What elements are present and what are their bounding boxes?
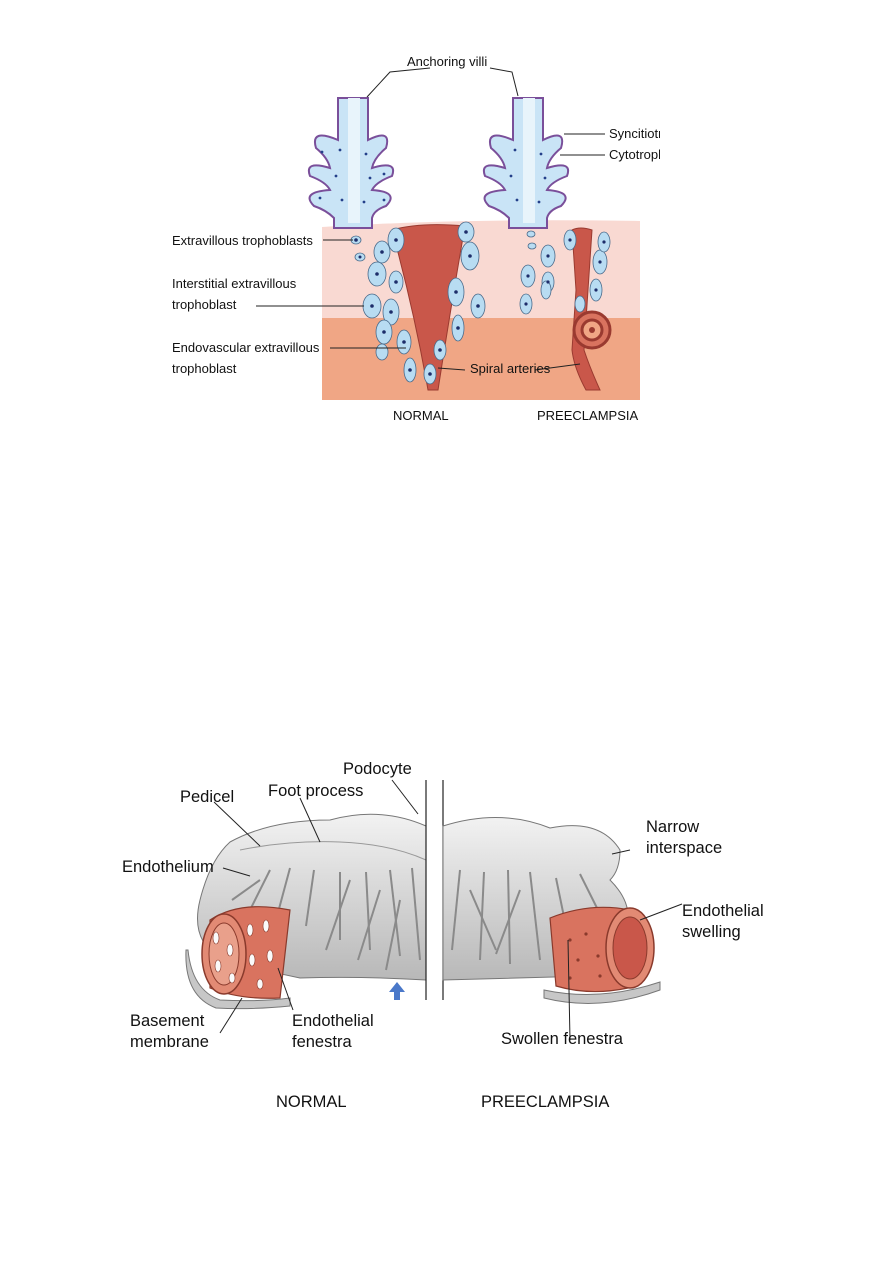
label-podocyte: Podocyte [343,760,412,778]
anchoring-villus-preeclampsia [483,97,569,229]
spiral-artery-preeclampsia [571,227,612,391]
label-narrow-line1: Narrow [646,818,699,836]
label-endothelium: Endothelium [122,858,214,876]
figure2-leader-lines [213,779,683,1041]
glomerular-endotheliosis-figure: Podocyte Pedicel Foot process Endotheliu… [122,760,764,1111]
label-spiral-arteries: Spiral arteries [470,361,551,376]
label-basement-line2: membrane [130,1033,209,1051]
trophoblast-invasion-figure: Anchoring villi Syncitiotrophoblast Cyto… [172,54,660,423]
label-extravillous-trophoblasts: Extravillous trophoblasts [172,233,313,248]
label-preeclampsia-1: PREECLAMPSIA [537,408,638,423]
label-endovascular-line2: trophoblast [172,361,237,376]
figure2-divider [425,780,444,1000]
label-basement-line1: Basement [130,1012,205,1030]
spiral-artery-normal [391,224,466,391]
figure1-leader-lines [256,67,605,371]
extravillous-cells-normal [350,221,486,385]
glomerulus-preeclampsia [442,816,661,1004]
label-endothelial-swelling-line2: swelling [682,923,741,941]
label-preeclampsia-2: PREECLAMPSIA [481,1093,609,1111]
blue-arrow-icon [389,982,405,1000]
label-normal-2: NORMAL [276,1093,347,1111]
label-narrow-line2: interspace [646,839,722,857]
label-swollen-fenestra: Swollen fenestra [501,1030,624,1048]
label-anchoring-villi: Anchoring villi [407,54,487,69]
label-endothelial-fenestra-line1: Endothelial [292,1012,374,1030]
label-pedicel: Pedicel [180,788,234,806]
glomerulus-normal [185,813,427,1010]
label-cytotrophoblast: Cytotrophoblast [609,147,660,162]
label-interstitial-line1: Interstitial extravillous [172,276,297,291]
label-endothelial-swelling-line1: Endothelial [682,902,764,920]
label-interstitial-line2: trophoblast [172,297,237,312]
label-endothelial-fenestra-line2: fenestra [292,1033,352,1051]
label-foot-process: Foot process [268,782,363,800]
label-endovascular-line1: Endovascular extravillous [172,340,320,355]
label-syncytiotrophoblast: Syncitiotrophoblast [609,126,660,141]
anchoring-villus-normal [308,97,394,229]
label-normal-1: NORMAL [393,408,449,423]
